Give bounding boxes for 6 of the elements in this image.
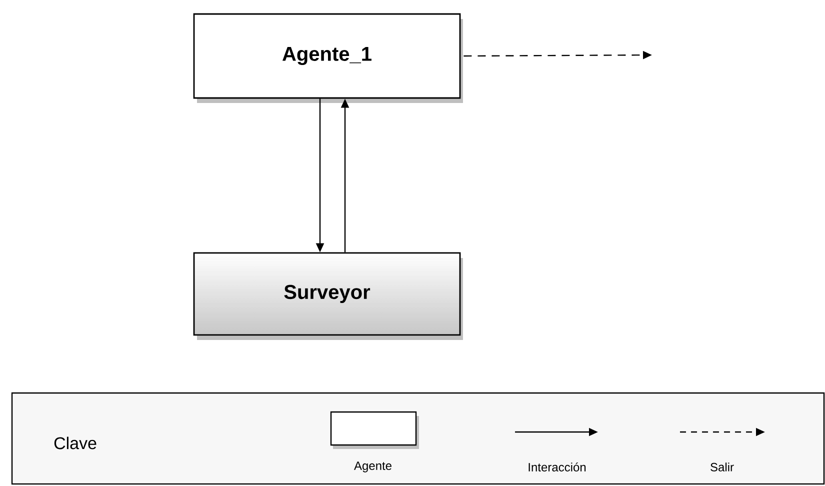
legend-label: Agente <box>354 462 392 472</box>
agent-box: Surveyor <box>193 252 463 340</box>
legend-title: Clave <box>54 436 96 450</box>
legend-label: Salir <box>710 462 734 472</box>
legend-label: Interacción <box>528 462 586 472</box>
agent-box: Agente_1 <box>193 13 463 103</box>
